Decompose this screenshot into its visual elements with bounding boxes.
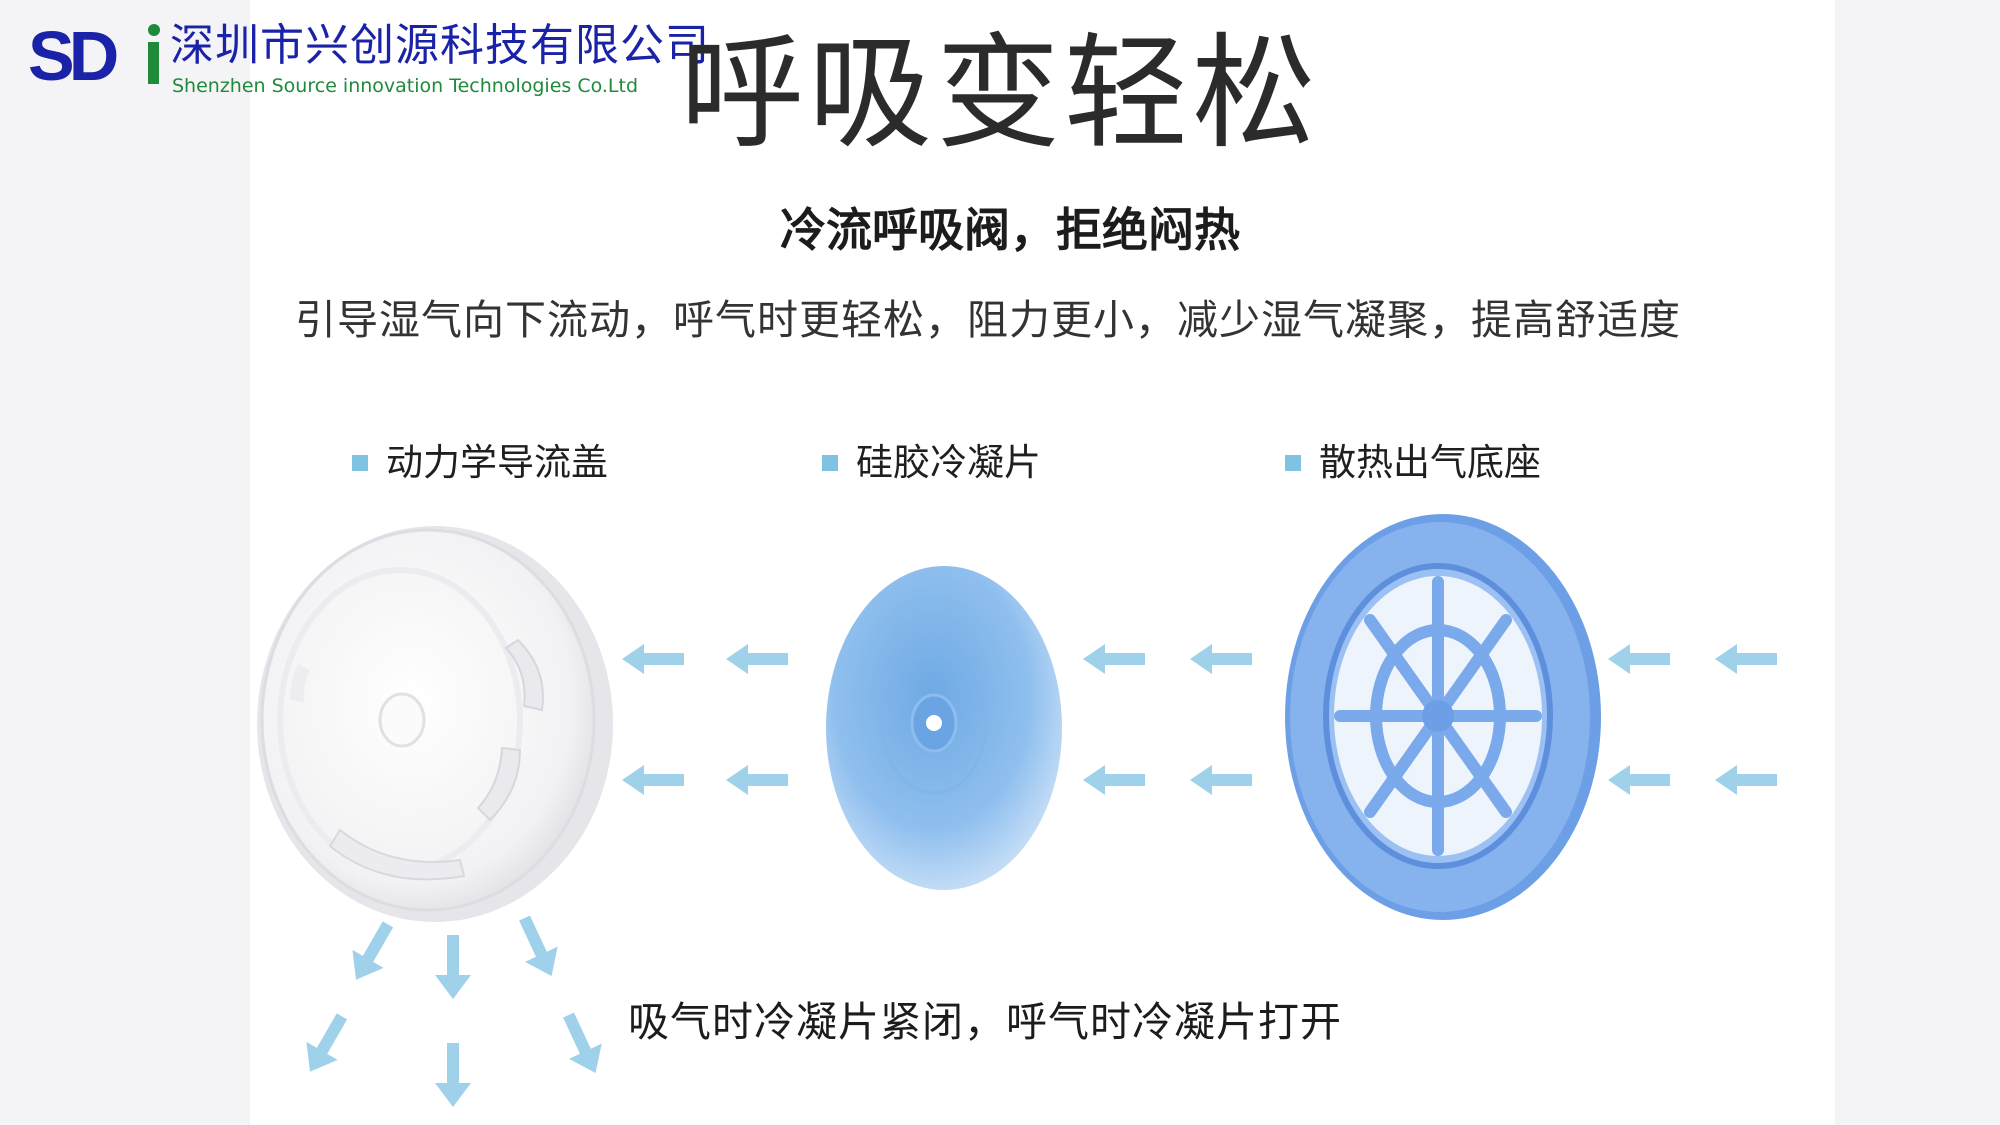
feature-description: 引导湿气向下流动，呼气时更轻松，阻力更小，减少湿气凝聚，提高舒适度 (295, 296, 1681, 344)
company-name-en: Shenzhen Source innovation Technologies … (172, 75, 639, 97)
left-arrow-icon (1715, 644, 1777, 674)
left-arrow-icon (726, 765, 788, 795)
square-bullet-icon (822, 455, 838, 471)
down-arrow-icon (352, 921, 394, 980)
silicone-film-image (826, 566, 1062, 890)
diversion-cover-image (257, 526, 613, 922)
valve-behavior-note: 吸气时冷凝片紧闭，呼气时冷凝片打开 (628, 998, 1342, 1046)
left-arrow-icon (726, 644, 788, 674)
svg-text:SD: SD (28, 20, 117, 92)
component-label-text: 硅胶冷凝片 (856, 441, 1041, 484)
down-arrow-icon (563, 1012, 602, 1074)
left-arrow-icon (1608, 765, 1670, 795)
component-label-text: 动力学导流盖 (386, 441, 608, 484)
component-label-cover: 动力学导流盖 (352, 438, 608, 488)
page-subtitle: 冷流呼吸阀，拒绝闷热 (780, 203, 1240, 257)
component-label-base: 散热出气底座 (1285, 438, 1541, 488)
page-title: 呼吸变轻松 (680, 22, 1321, 166)
square-bullet-icon (1285, 455, 1301, 471)
left-arrow-icon (1083, 644, 1145, 674)
heat-dissipation-base-image (1285, 514, 1601, 920)
left-arrow-icon (1190, 644, 1252, 674)
square-bullet-icon (352, 455, 368, 471)
left-arrow-icon (622, 765, 684, 795)
left-arrow-icon (1083, 765, 1145, 795)
down-arrow-icon (519, 915, 558, 977)
left-arrow-icon (622, 644, 684, 674)
component-label-text: 散热出气底座 (1319, 441, 1541, 484)
down-arrow-icon (306, 1013, 348, 1072)
company-name-cn: 深圳市兴创源科技有限公司 (170, 20, 710, 71)
down-arrow-icon (435, 1043, 471, 1107)
left-arrow-icon (1190, 765, 1252, 795)
left-arrow-icon (1608, 644, 1670, 674)
sdi-logo: SD (28, 20, 160, 92)
component-label-film: 硅胶冷凝片 (822, 438, 1041, 488)
down-arrow-icon (435, 935, 471, 999)
left-arrow-icon (1715, 765, 1777, 795)
